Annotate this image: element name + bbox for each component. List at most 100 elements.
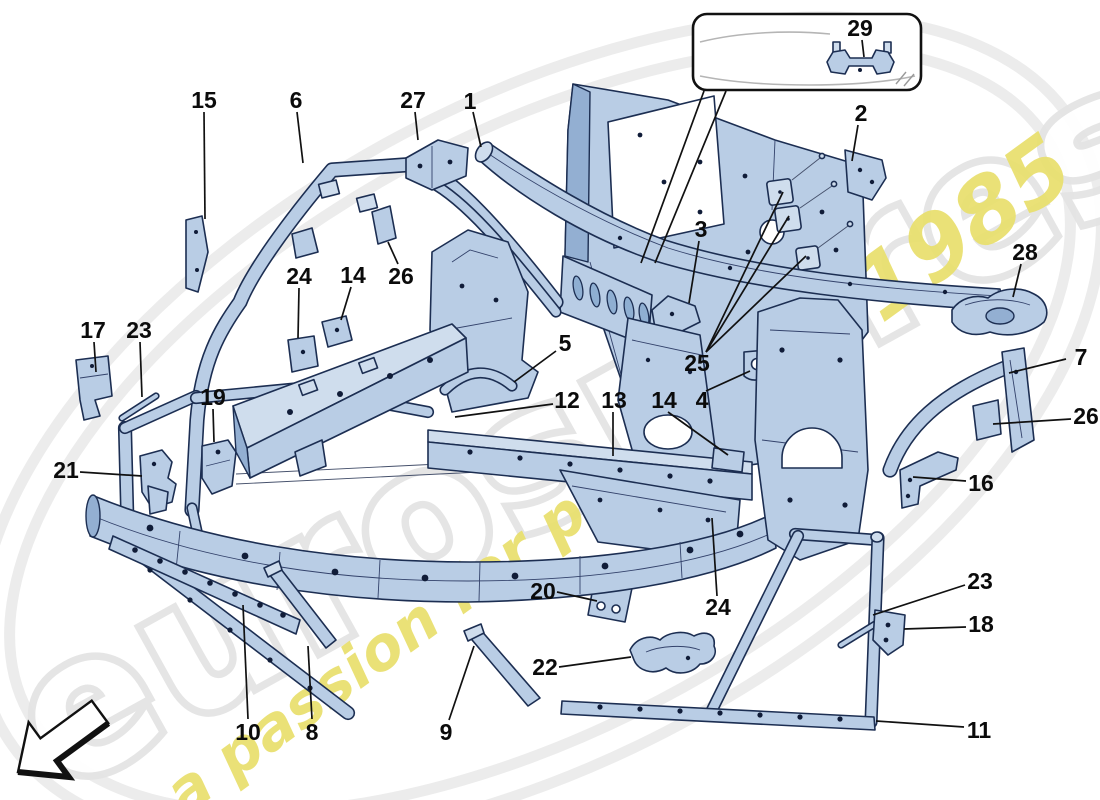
leader-line-23 xyxy=(872,584,966,616)
leader-line-8 xyxy=(307,645,313,720)
callout-14: 14 xyxy=(340,262,366,288)
leader-line-26 xyxy=(387,241,399,265)
part-26-left-bracket xyxy=(371,205,397,245)
leader-line-17 xyxy=(93,341,97,373)
inset-box xyxy=(691,12,923,92)
callout-29: 29 xyxy=(847,15,873,41)
part-26-right-bracket xyxy=(972,399,1002,441)
tube-body xyxy=(707,531,803,715)
leader-line-18 xyxy=(903,626,967,630)
leader-line-22 xyxy=(558,656,632,668)
callout-16: 16 xyxy=(968,470,994,496)
callout-14: 14 xyxy=(651,387,677,413)
leader-line-1 xyxy=(472,111,482,148)
part-17-bracket xyxy=(75,355,113,421)
callout-13: 13 xyxy=(601,387,627,413)
callout-23: 23 xyxy=(126,317,152,343)
callout-17: 17 xyxy=(80,317,106,343)
leader-line-24 xyxy=(711,517,718,597)
part-11-rear-frame xyxy=(560,527,885,731)
leader-line-24 xyxy=(297,287,300,339)
leader-line-29 xyxy=(654,90,727,264)
part-6-front-hoop xyxy=(184,156,564,518)
part-lower-subframe xyxy=(559,469,741,623)
leader-line-25 xyxy=(705,255,807,353)
leader-line-4 xyxy=(705,370,751,392)
leader-line-14 xyxy=(667,411,729,456)
leader-line-26 xyxy=(992,418,1072,425)
leader-line-28 xyxy=(1012,263,1022,298)
part-mid-upright xyxy=(617,317,719,479)
part-9-strut xyxy=(463,623,541,707)
callout-19: 19 xyxy=(200,384,226,410)
leader-line-2 xyxy=(851,124,859,162)
part-14-target-bracket xyxy=(711,447,745,473)
leader-line-27 xyxy=(414,111,419,141)
callout-24: 24 xyxy=(705,594,731,620)
leader-line-19 xyxy=(212,408,215,443)
tube-body xyxy=(790,529,883,545)
panel-window-cutout xyxy=(607,95,725,249)
callout-2: 2 xyxy=(855,100,868,126)
callout-27: 27 xyxy=(400,87,426,113)
leader-line-23 xyxy=(139,341,143,398)
callout-15: 15 xyxy=(191,87,217,113)
tube-body xyxy=(120,394,158,420)
leader-line-15 xyxy=(203,111,206,220)
callout-7: 7 xyxy=(1075,344,1088,370)
callout-8: 8 xyxy=(306,719,319,745)
tube-body xyxy=(120,391,201,433)
callout-5: 5 xyxy=(559,330,572,356)
tube-body xyxy=(441,369,516,394)
callout-4: 4 xyxy=(696,387,709,413)
callout-22: 22 xyxy=(532,654,558,680)
part-29-bracket xyxy=(826,41,895,75)
part-bumper-beam xyxy=(85,494,777,603)
part-8-strut xyxy=(263,560,337,649)
part-16-bracket xyxy=(899,451,959,509)
part-7-frame xyxy=(882,347,1035,478)
tube-body xyxy=(186,158,562,516)
panel-side-face xyxy=(564,83,591,263)
part-10-sill-bar xyxy=(108,535,301,635)
tube-body xyxy=(426,178,560,316)
leader-line-25 xyxy=(705,191,784,353)
part-21-bracket xyxy=(139,449,177,515)
leader-line-29 xyxy=(861,39,865,58)
callout-3: 3 xyxy=(695,216,708,242)
leader-line-6 xyxy=(296,111,304,164)
leader-line-14 xyxy=(340,286,352,321)
callout-28: 28 xyxy=(1012,239,1038,265)
callout-23: 23 xyxy=(967,568,993,594)
callout-11: 11 xyxy=(967,717,992,743)
part-2-bracket xyxy=(844,149,887,201)
part-right-tower xyxy=(754,297,869,561)
leader-line-5 xyxy=(513,350,557,383)
callout-18: 18 xyxy=(968,611,994,637)
direction-arrow-icon xyxy=(16,699,111,781)
callout-9: 9 xyxy=(440,719,453,745)
leader-line-11 xyxy=(875,720,965,728)
leader-line-9 xyxy=(448,645,475,721)
part-28-duct xyxy=(951,288,1048,336)
callout-21: 21 xyxy=(53,457,79,483)
callout-10: 10 xyxy=(235,719,261,745)
tube-body xyxy=(884,362,1011,476)
callout-24: 24 xyxy=(286,263,312,289)
leader-line-21 xyxy=(79,471,143,477)
part-upper-rail xyxy=(232,323,469,479)
leader-line-3 xyxy=(688,240,700,304)
callout-25: 25 xyxy=(684,350,710,376)
parts-group xyxy=(75,83,1048,731)
leader-line-10 xyxy=(242,604,249,720)
callout-12: 12 xyxy=(554,387,580,413)
part-18-bracket xyxy=(872,609,906,656)
callout-20: 20 xyxy=(530,578,556,604)
leader-line-29 xyxy=(640,90,705,264)
callout-6: 6 xyxy=(290,87,303,113)
part-15-bracket xyxy=(185,215,209,293)
part-27-bracket xyxy=(405,139,469,191)
part-23-left-rod xyxy=(118,392,160,422)
